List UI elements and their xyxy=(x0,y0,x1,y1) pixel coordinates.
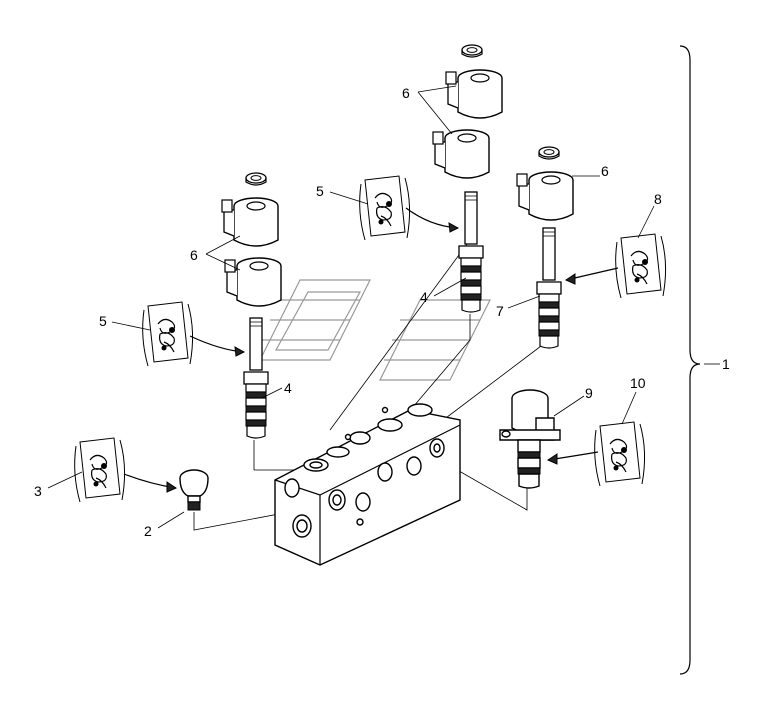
right-coil xyxy=(516,171,574,221)
middle-retaining-nut xyxy=(461,44,483,58)
left-valve-cartridge xyxy=(243,317,269,439)
background-watermark xyxy=(259,279,491,381)
callout-10: 10 xyxy=(630,375,646,391)
sealant-card-5-left xyxy=(142,301,194,367)
sealant-card-10 xyxy=(594,421,646,487)
callout-6-right: 6 xyxy=(601,163,609,179)
manifold-block xyxy=(274,403,461,566)
middle-valve-stack xyxy=(432,44,503,313)
callout-4-left: 4 xyxy=(284,380,292,396)
right-valve-stack xyxy=(516,146,574,349)
sealant-card-8 xyxy=(615,233,667,299)
sealant-card-3 xyxy=(74,437,126,503)
callout-labels: 1 2 3 4 4 5 5 6 6 6 7 8 9 10 xyxy=(34,85,730,539)
middle-valve-cartridge xyxy=(458,191,484,313)
callout-6-middle: 6 xyxy=(402,85,410,101)
callout-5-middle: 5 xyxy=(316,183,324,199)
left-valve-stack xyxy=(221,172,282,439)
sealant-card-5-middle xyxy=(359,175,411,241)
callout-8: 8 xyxy=(654,191,662,207)
middle-lower-coil xyxy=(432,129,490,179)
callout-leaders xyxy=(47,85,720,529)
left-upper-coil xyxy=(221,197,279,247)
block-ports xyxy=(284,403,445,538)
assembly-bracket xyxy=(679,45,701,675)
left-lower-coil xyxy=(224,257,282,307)
callout-1: 1 xyxy=(722,356,730,372)
right-valve-cartridge xyxy=(536,227,562,349)
callout-3: 3 xyxy=(34,483,42,499)
plug-2 xyxy=(179,469,209,511)
callout-6-left: 6 xyxy=(190,247,198,263)
application-arrows xyxy=(123,207,619,493)
left-retaining-nut xyxy=(245,172,267,186)
solenoid-valve-9 xyxy=(499,389,561,489)
callout-2: 2 xyxy=(144,523,152,539)
middle-upper-coil xyxy=(445,69,503,119)
callout-9: 9 xyxy=(585,385,593,401)
callout-5-left: 5 xyxy=(99,313,107,329)
callout-7: 7 xyxy=(496,303,504,319)
callout-4-middle: 4 xyxy=(420,289,428,305)
right-retaining-nut xyxy=(538,146,560,160)
